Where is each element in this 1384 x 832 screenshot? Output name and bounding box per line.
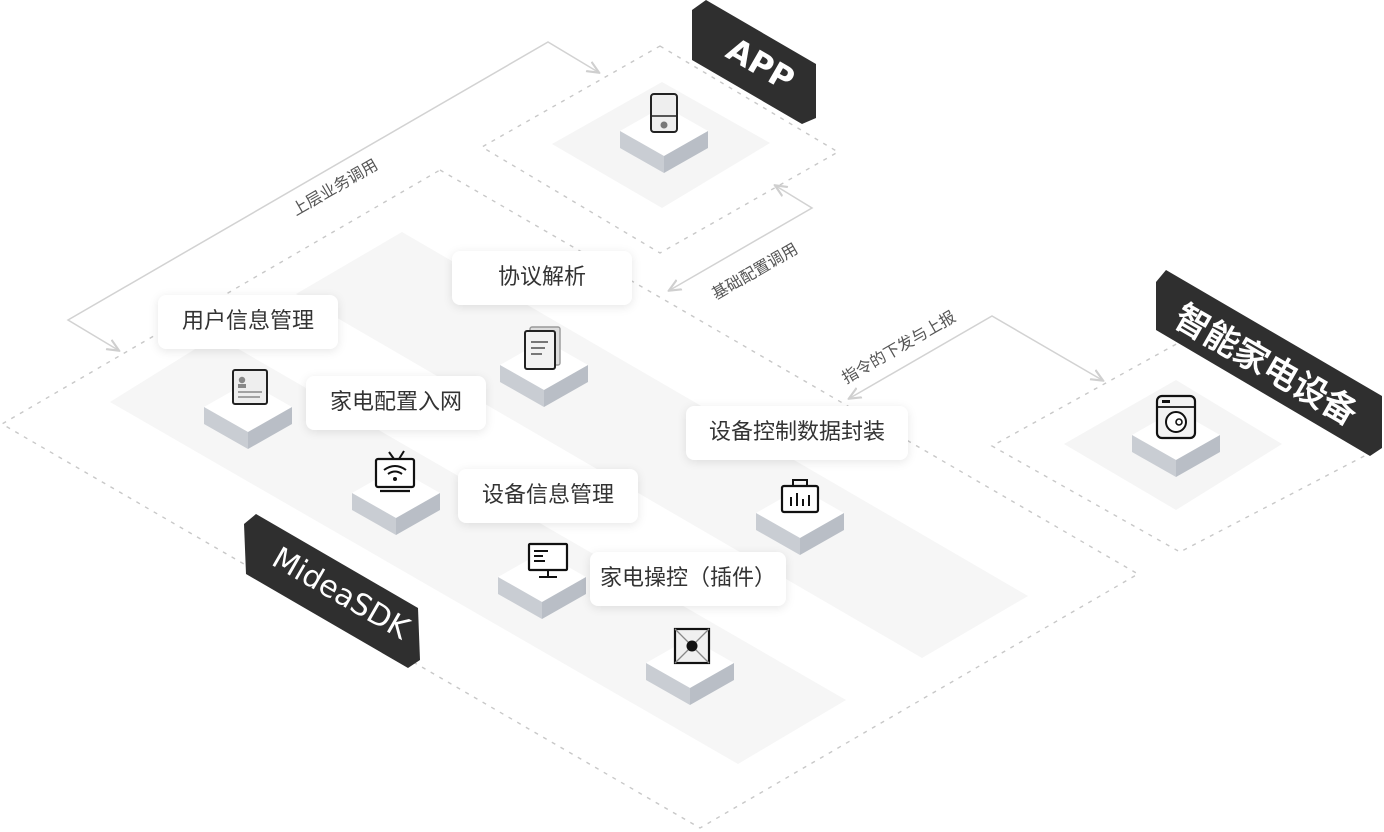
device-control-data-label: 设备控制数据封装 — [686, 406, 908, 460]
sdk-region — [0, 169, 1140, 829]
user-info-label: 用户信息管理 — [158, 295, 338, 349]
phone-icon — [650, 93, 678, 133]
command-delivery-label: 指令的下发与上报 — [839, 307, 959, 387]
command-arrow — [850, 315, 1102, 398]
briefcase-chart-icon — [780, 479, 820, 514]
upper-business-call-arrow — [66, 41, 598, 350]
app-region — [480, 45, 840, 254]
app-title-plate: APP — [692, 0, 816, 124]
network-config-label: 家电配置入网 — [306, 376, 486, 430]
protocol-label: 协议解析 — [452, 251, 632, 305]
appliance-control-label: 家电操控（插件） — [590, 552, 786, 606]
basic-config-call-arrow — [670, 186, 814, 290]
monitor-icon — [527, 542, 569, 578]
document-icon — [524, 326, 561, 370]
plugin-icon — [673, 627, 711, 665]
washer-icon — [1155, 394, 1197, 440]
device-info-label: 设备信息管理 — [458, 469, 638, 523]
basic-config-call-label: 基础配置调用 — [709, 239, 802, 303]
tv-wifi-icon — [374, 450, 416, 493]
user-card-icon — [232, 369, 268, 405]
